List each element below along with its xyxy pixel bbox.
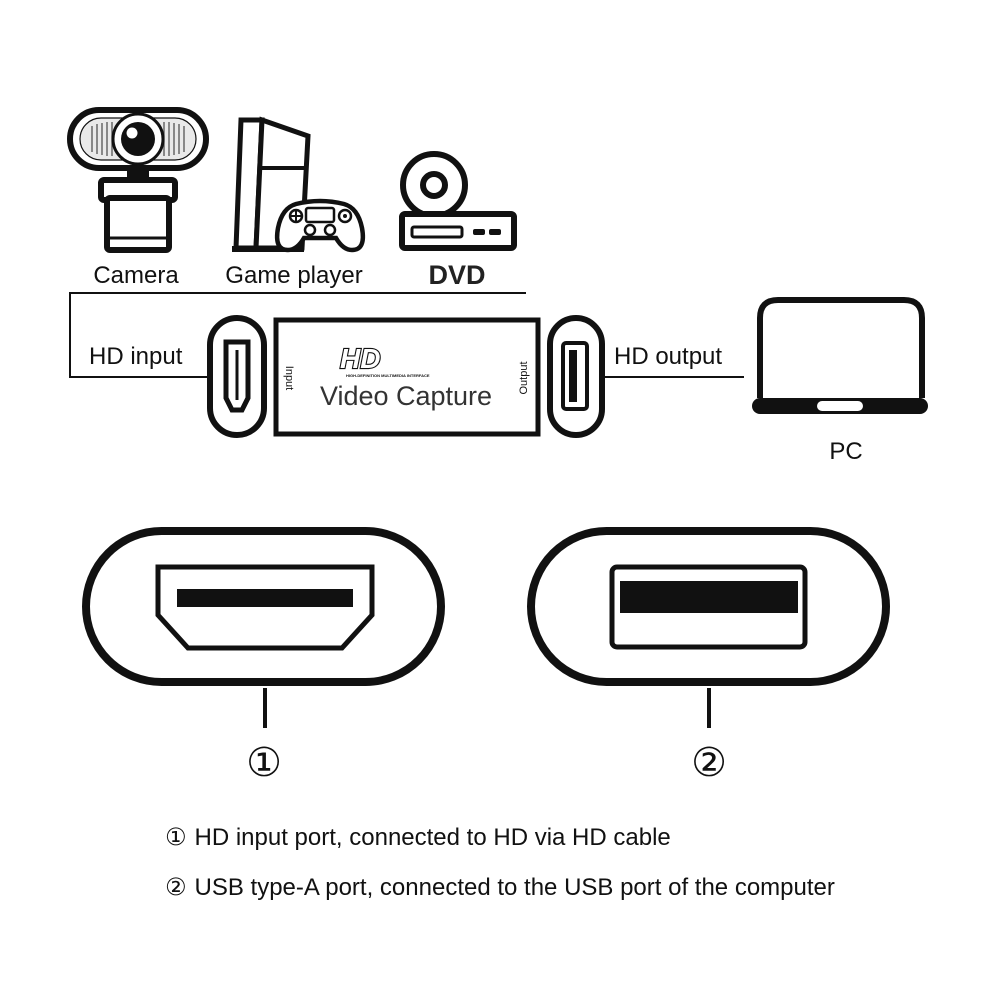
camera-label: Camera [93, 262, 179, 289]
hd-logo: HD [340, 343, 380, 374]
game-player-label: Game player [225, 262, 362, 289]
legend-item-1-number: ① [165, 823, 187, 851]
video-capture-device [273, 317, 541, 437]
legend-item-1-text: HD input port, connected to HD via HD ca… [194, 824, 671, 851]
legend-item-2-text: USB type-A port, connected to the USB po… [194, 874, 835, 901]
capture-output-port-icon [547, 315, 605, 438]
usb-port-icon [527, 527, 890, 686]
input-side-label: Input [283, 366, 295, 390]
hd-input-port-icon [82, 527, 445, 686]
hd-logo-subtitle: HIGH-DEFINITION MULTIMEDIA INTERFACE [346, 373, 430, 378]
gamepad-icon [274, 198, 366, 253]
legend-item-2: ② USB type-A port, connected to the USB p… [165, 873, 835, 902]
port-1-number: ① [246, 740, 282, 786]
hd-output-label: HD output [614, 343, 722, 370]
dvd-player-icon [399, 151, 517, 251]
legend-item-1: ① HD input port, connected to HD via HD c… [165, 823, 671, 852]
capture-input-port-icon [207, 315, 267, 438]
laptop-icon [752, 297, 928, 414]
port-2-number: ② [691, 740, 727, 786]
video-capture-title: Video Capture [320, 381, 492, 411]
dvd-label: DVD [428, 260, 485, 290]
pc-label: PC [829, 438, 862, 465]
hd-input-label: HD input [89, 343, 183, 370]
input-connection-line [69, 292, 526, 378]
output-side-label: Output [518, 361, 530, 394]
legend-item-2-number: ② [165, 873, 187, 901]
camera-icon [67, 107, 209, 253]
